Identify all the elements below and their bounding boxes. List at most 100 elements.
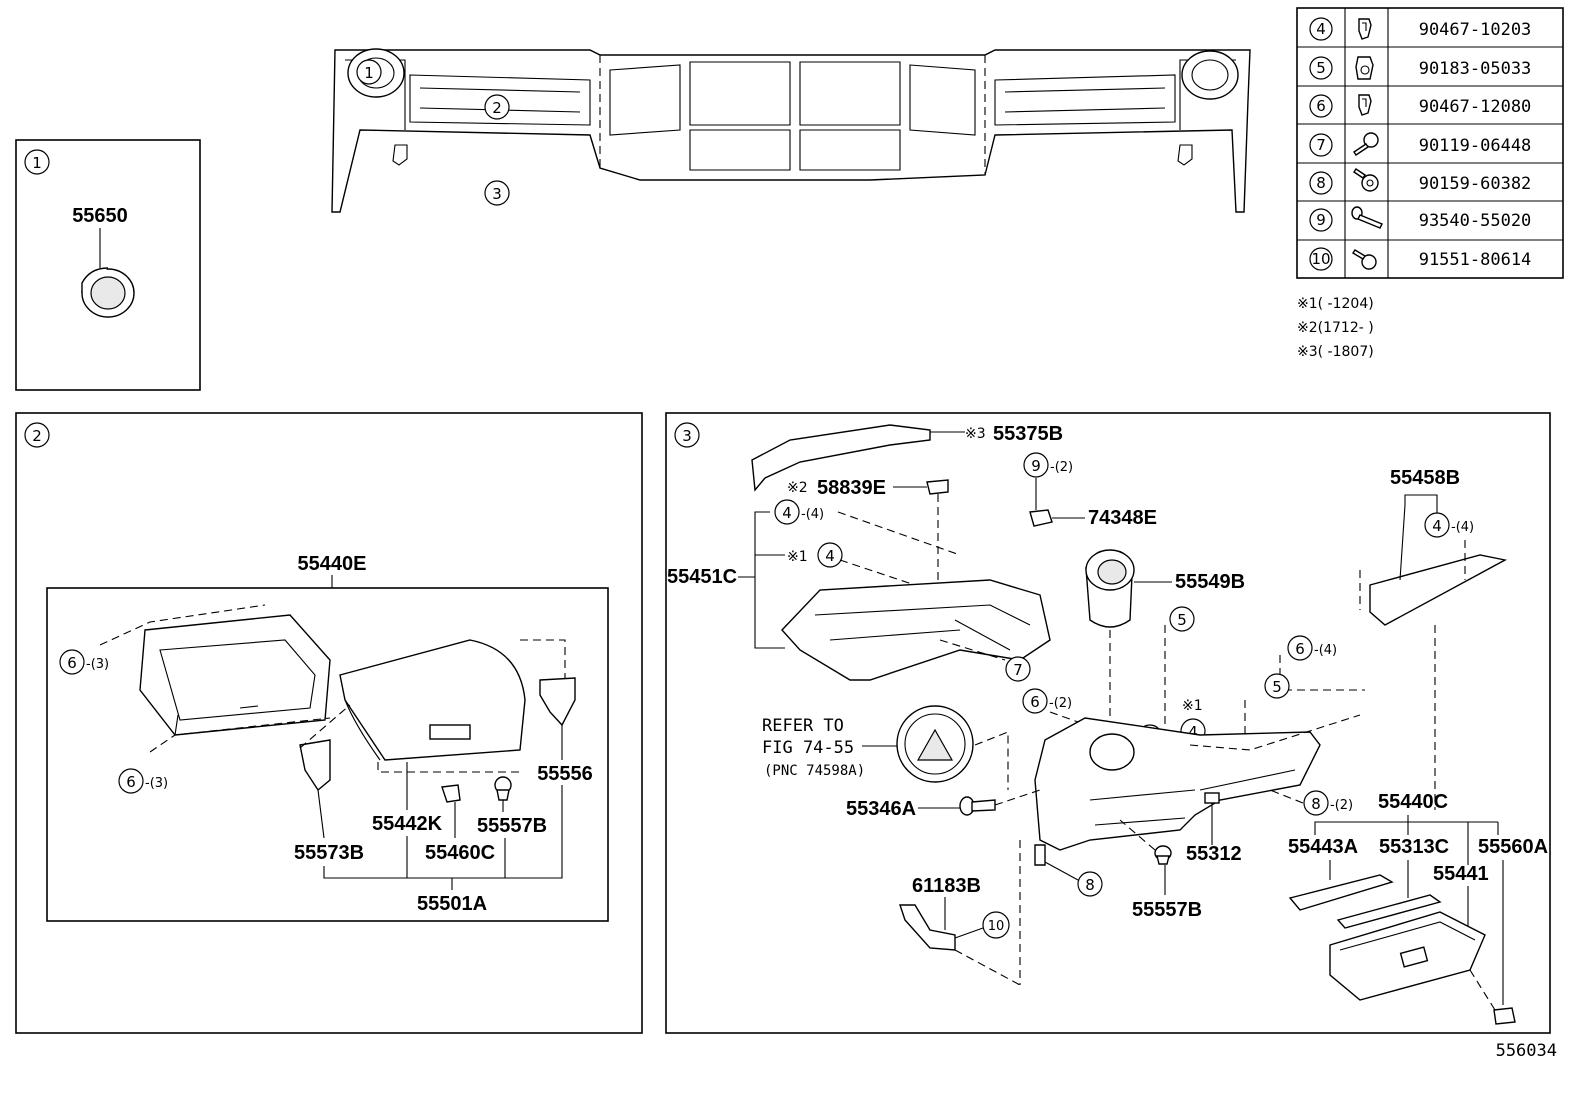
mark-3: ※3 (965, 426, 986, 442)
svg-text:6: 6 (67, 654, 77, 672)
svg-text:8: 8 (1085, 876, 1095, 894)
callout-4 (1424, 512, 1450, 538)
part-label-55451C: 55451C (667, 566, 737, 588)
side-pad-part (1369, 554, 1508, 626)
note-line: ※3( -1807) (1297, 344, 1374, 360)
part-label-55441: 55441 (1433, 863, 1489, 885)
svg-text:-(4): -(4) (1314, 643, 1337, 658)
callout-9 (1023, 452, 1049, 478)
part-label-55313C: 55313C (1379, 836, 1449, 858)
callout-6 (1022, 688, 1048, 714)
callout-4 (774, 499, 800, 525)
part-label: 55650 (72, 205, 128, 227)
mounting-bracket-part (899, 904, 956, 951)
lower-center-panel-part (1034, 717, 1321, 851)
part-label-55557B: 55557B (1132, 899, 1202, 921)
panel-index (674, 422, 700, 448)
nut-clip-icon (1355, 56, 1374, 80)
row-ref: 8 (1316, 174, 1326, 192)
callout-1 (356, 59, 382, 85)
svg-text:4: 4 (1432, 517, 1442, 535)
part-label-55460C: 55460C (425, 842, 495, 864)
callout-6 (59, 649, 85, 675)
part-label-58839E: 58839E (817, 477, 886, 499)
table-row: 5 90183-05033 (1309, 56, 1531, 80)
callout-3 (484, 180, 510, 206)
row-part-number: 90467-12080 (1419, 97, 1532, 117)
latch-rod-part (1336, 894, 1442, 929)
figure-id: 556034 (1496, 1041, 1557, 1061)
svg-text:-(4): -(4) (801, 507, 824, 522)
panel-index (24, 149, 50, 175)
row-part-number: 90467-10203 (1419, 20, 1532, 40)
svg-text:1: 1 (364, 64, 374, 82)
mark-1: ※1 (787, 549, 808, 565)
row-ref: 9 (1316, 211, 1326, 229)
row-ref: 7 (1316, 136, 1326, 154)
bolt-icon (1352, 249, 1377, 270)
refer-text: (PNC 74598A) (764, 763, 865, 779)
table-row: 9 93540-55020 (1309, 206, 1531, 232)
callout-5 (1264, 673, 1290, 699)
glove-box-door-part (339, 639, 526, 761)
part-label-55573B: 55573B (294, 842, 364, 864)
note-line: ※2(1712- ) (1297, 320, 1374, 336)
part-label-55375B: 55375B (993, 423, 1063, 445)
part-label-55443A: 55443A (1288, 836, 1358, 858)
svg-text:6: 6 (1030, 693, 1040, 711)
row-ref: 4 (1316, 20, 1326, 38)
cup-holder-part (1085, 549, 1135, 628)
svg-text:4: 4 (1188, 723, 1198, 741)
table-row: 10 91551-80614 (1309, 247, 1532, 271)
dashboard-overview: 1 2 3 (331, 48, 1251, 213)
svg-text:4: 4 (782, 504, 792, 522)
svg-text:10: 10 (988, 919, 1005, 934)
hinge-part (539, 677, 576, 727)
bracket-part (299, 739, 331, 792)
part-label-61183B: 61183B (912, 875, 981, 897)
callout-10 (982, 911, 1010, 939)
table-row: 4 90467-10203 (1309, 17, 1532, 41)
callout-4 (817, 542, 843, 568)
panel-1: 1 55650 (15, 139, 201, 391)
callout-6 (118, 768, 144, 794)
row-part-number: 91551-80614 (1419, 250, 1532, 270)
note-line: ※1( -1204) (1297, 296, 1374, 312)
refer-text: REFER TO (762, 716, 844, 736)
part-label-55346A: 55346A (846, 798, 916, 820)
svg-text:-(3): -(3) (86, 657, 109, 672)
stopper-part (1493, 1007, 1516, 1025)
ref-circle (1309, 247, 1333, 271)
row-part-number: 90159-60382 (1419, 174, 1532, 194)
center-cluster-part (781, 579, 1051, 681)
ref-circle (1309, 133, 1333, 157)
svg-text:-(2): -(2) (1050, 460, 1073, 475)
applicability-notes: ※1( -1204) ※2(1712- ) ※3( -1807) (1297, 296, 1374, 360)
svg-text:3: 3 (492, 185, 502, 203)
ref-circle (1309, 94, 1333, 118)
panel-2: 2 55440E (15, 412, 643, 1034)
cushion-part (494, 776, 512, 801)
ref-circle (1309, 56, 1333, 80)
row-part-number: 90119-06448 (1419, 136, 1532, 156)
reinforcement-bracket-part (751, 424, 931, 492)
clip-icon (1358, 94, 1372, 116)
part-label-55549B: 55549B (1175, 571, 1245, 593)
fastener-table: 4 90467-10203 5 90183-05033 6 90467-1208… (1296, 7, 1564, 279)
mark-1: ※1 (1182, 698, 1203, 714)
callout-8 (1077, 871, 1103, 897)
svg-text:6: 6 (1295, 640, 1305, 658)
airbag-emblem-part (896, 705, 974, 783)
panel-3: 3 ※3 55375B ※2 58839E 9 -(2) 74348E 5545… (665, 412, 1551, 1034)
svg-text:2: 2 (492, 99, 502, 117)
part-label-55556: 55556 (537, 763, 593, 785)
svg-text:-(3): -(3) (145, 776, 168, 791)
svg-text:7: 7 (1013, 661, 1023, 679)
bolt-icon (1353, 132, 1379, 156)
vent-nozzle-part (81, 267, 135, 318)
callout-8 (1303, 790, 1329, 816)
clip-pin-part (959, 796, 996, 816)
ref-circle (1309, 17, 1333, 41)
svg-text:2: 2 (32, 427, 42, 445)
